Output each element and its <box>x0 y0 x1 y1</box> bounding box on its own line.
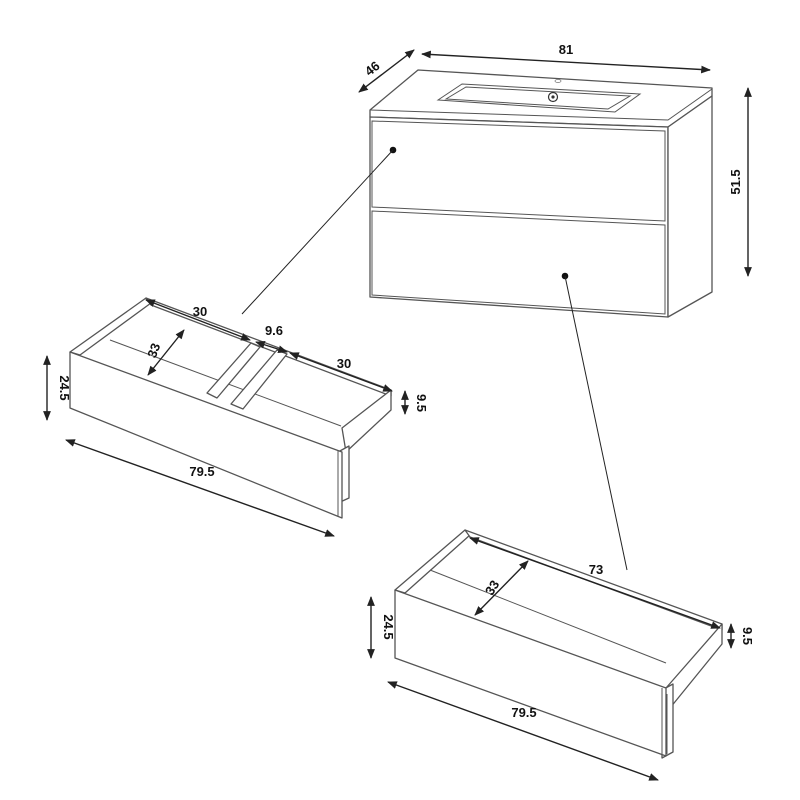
bottom-drawer-front-height-label: 24.5 <box>381 614 396 639</box>
vanity-cabinet <box>369 69 713 318</box>
top-drawer-right-wall <box>341 389 392 453</box>
cabinet-side <box>667 95 713 318</box>
top-drawer-leader <box>241 149 394 315</box>
top-drawer-front-panel <box>69 351 343 519</box>
top-drawer-front-width-label: 79.5 <box>189 464 214 479</box>
top-drawer-left-compartment-dimension <box>145 299 251 341</box>
bottom-drawer-depth-dimension <box>474 560 529 616</box>
top-drawer-left-compartment-label: 30 <box>193 304 207 319</box>
bottom-drawer-front-width-dimension <box>387 681 659 781</box>
bottom-drawer-side-height-label: 9.5 <box>740 627 755 645</box>
top-drawer-left-wall <box>69 297 152 356</box>
cabinet-width-dimension <box>421 50 711 74</box>
top-drawer-divider-label: 9.6 <box>265 323 283 338</box>
countertop-front-edge <box>369 88 713 121</box>
bottom-drawer-front-panel <box>394 589 667 757</box>
bottom-drawer <box>394 529 723 759</box>
top-drawer-depth-label: 33 <box>144 341 163 360</box>
cabinet-front <box>369 116 669 318</box>
top-drawer-divider-2 <box>230 349 288 410</box>
cabinet-depth-dimension <box>358 49 415 93</box>
top-drawer-back-wall <box>145 297 392 397</box>
bottom-drawer-front-width-label: 79.5 <box>511 705 536 720</box>
sink-basin <box>436 83 642 113</box>
top-drawer-side-height-label: 9.5 <box>414 394 429 412</box>
cabinet-drawer-bottom <box>371 210 666 315</box>
faucet-hole-icon <box>547 79 562 103</box>
bottom-drawer-depth-label: 33 <box>482 578 502 598</box>
top-drawer-depth-dimension <box>147 329 185 376</box>
top-drawer-front-height-label: 24.5 <box>57 375 72 400</box>
bottom-drawer-width-dimension <box>469 537 721 629</box>
cabinet-width-label: 81 <box>559 42 573 57</box>
top-drawer-front-width-dimension <box>65 439 335 537</box>
top-drawer-divider-dimension <box>255 340 288 354</box>
top-drawer-right-compartment-dimension <box>289 352 393 392</box>
top-drawer-right-compartment-label: 30 <box>337 356 351 371</box>
bottom-drawer-leader <box>564 275 628 571</box>
cabinet-drawer-top <box>371 120 666 222</box>
top-drawer <box>69 297 392 519</box>
bottom-drawer-width-label: 73 <box>589 562 603 577</box>
cabinet-height-label: 51.5 <box>728 169 743 194</box>
bottom-drawer-left-wall <box>394 529 471 594</box>
bottom-drawer-right-wall <box>665 623 723 709</box>
